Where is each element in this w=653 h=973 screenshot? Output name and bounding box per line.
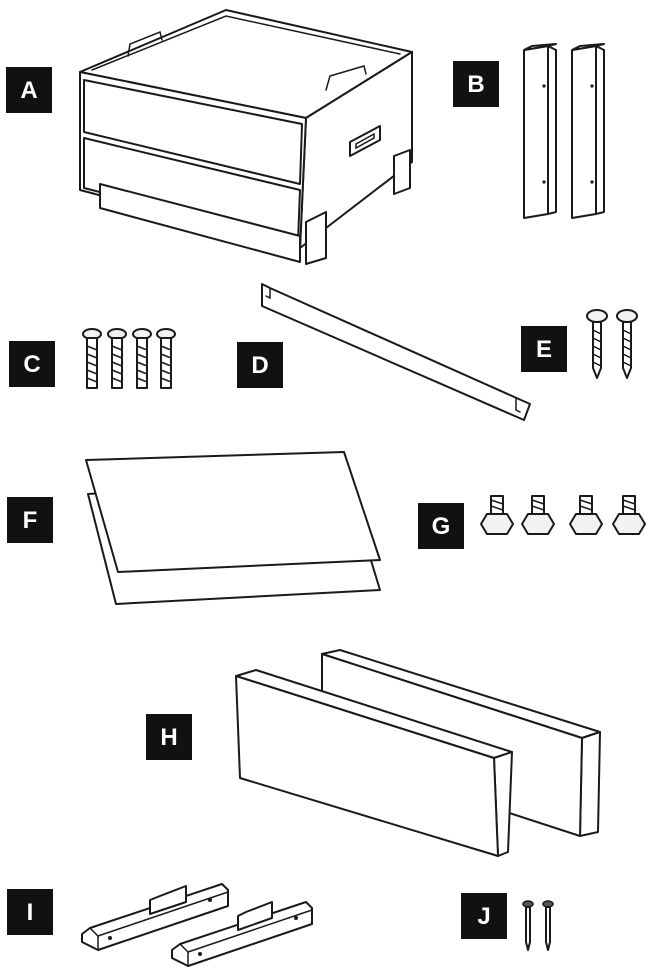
part-h-boards-icon xyxy=(235,649,601,857)
part-label-i: I xyxy=(27,899,34,926)
part-f-panels-icon xyxy=(85,451,381,605)
part-c-screws-icon xyxy=(82,328,176,389)
part-g-feet-icon xyxy=(480,495,646,535)
part-d-strip-icon xyxy=(261,283,531,421)
part-label-b: B xyxy=(467,71,484,98)
part-label-g: G xyxy=(432,513,451,540)
part-label-j: J xyxy=(477,903,490,930)
part-b-legs-icon xyxy=(523,43,605,219)
part-label-e: E xyxy=(536,336,552,363)
part-e-screws-icon xyxy=(586,309,638,379)
part-i-brackets-icon xyxy=(81,883,313,967)
part-label-d: D xyxy=(251,352,268,379)
part-label-c: C xyxy=(23,351,40,378)
part-a-cabinet-icon xyxy=(79,9,413,265)
part-label-h: H xyxy=(160,724,177,751)
part-label-a: A xyxy=(20,77,37,104)
part-j-nails-icon xyxy=(522,900,554,951)
part-label-f: F xyxy=(23,507,38,534)
